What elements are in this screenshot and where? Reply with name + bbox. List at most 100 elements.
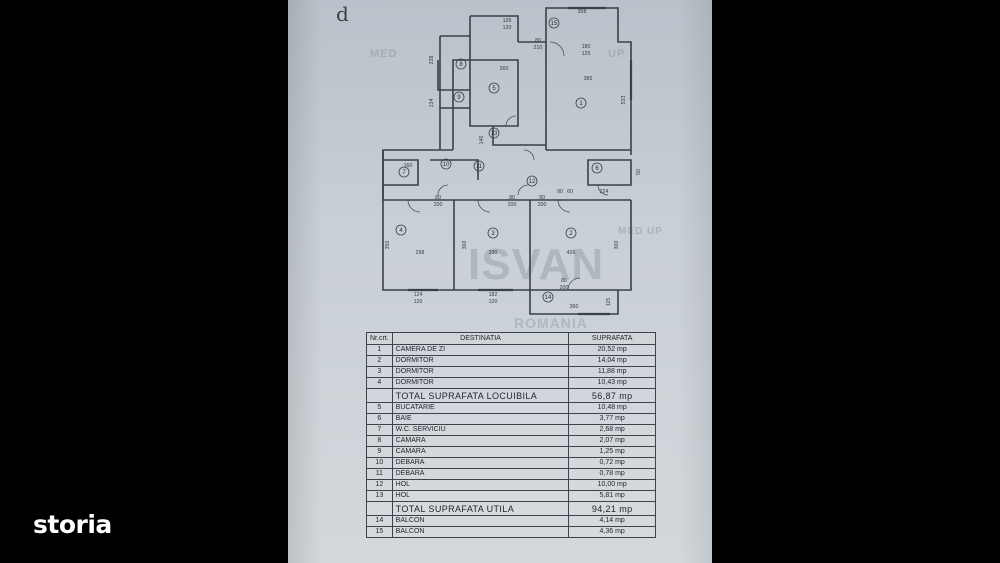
row-area: 1,25 mp <box>568 446 656 458</box>
row-destination: W.C. SERVICIU <box>391 424 570 436</box>
dim-label: 120 <box>503 25 512 31</box>
dim-label: 80 <box>535 38 541 44</box>
row-nr: 14 <box>366 515 393 527</box>
header-nr: Nr.crt. <box>366 332 393 345</box>
dim-label: 298 <box>416 250 425 256</box>
dim-label: 260 <box>500 66 509 72</box>
room-label-13: 13 <box>491 131 498 137</box>
dim-label: 533 <box>621 96 627 105</box>
row-destination: HOL <box>391 479 570 491</box>
dim-label: 385 <box>584 76 593 82</box>
row-nr: 1 <box>366 344 393 356</box>
floor-plan-drawing: 1 2 3 4 5 6 7 8 9 10 11 12 13 14 15 358 … <box>382 6 642 316</box>
corner-handwritten-mark: d <box>336 2 349 26</box>
dim-label: 80 <box>509 195 515 201</box>
row-nr: 8 <box>366 435 393 447</box>
room-label-4: 4 <box>399 228 403 234</box>
row-destination: TOTAL SUPRAFATA LOCUIBILA <box>391 388 570 403</box>
dim-label: 200 <box>538 202 547 208</box>
row-destination: DEBARA <box>391 457 570 469</box>
row-area: 2,07 mp <box>568 435 656 447</box>
dim-label: 426 <box>567 250 576 256</box>
dim-label: 200 <box>434 202 443 208</box>
row-area: 3,77 mp <box>568 413 656 425</box>
dim-label: 300 <box>614 241 620 250</box>
room-label-7: 7 <box>402 170 406 176</box>
row-destination: CAMERA DE ZI <box>391 344 570 356</box>
dim-label: 182 <box>489 292 498 298</box>
dim-label: 200 <box>508 202 517 208</box>
row-area: 10,00 mp <box>568 479 656 491</box>
room-label-6: 6 <box>595 166 599 172</box>
row-nr: 6 <box>366 413 393 425</box>
dim-label: 360 <box>570 304 579 310</box>
row-destination: BALCON <box>391 526 570 538</box>
row-destination: BUCATARIE <box>391 402 570 414</box>
dim-label: 60 <box>567 189 573 195</box>
row-destination: CAMARA <box>391 435 570 447</box>
row-nr <box>366 388 393 403</box>
row-nr: 3 <box>366 366 393 378</box>
room-label-14: 14 <box>545 295 552 301</box>
dim-label: 120 <box>414 299 423 305</box>
dim-label: 358 <box>578 9 587 15</box>
watermark-up: UP <box>608 48 626 60</box>
dim-label: 360 <box>462 241 468 250</box>
row-area: 0,72 mp <box>568 457 656 469</box>
row-area: 10,48 mp <box>568 402 656 414</box>
dim-label: 228 <box>429 56 435 65</box>
row-area: 4,36 mp <box>568 526 656 538</box>
table-header-row: Nr.crt. DESTINATIA SUPRAFATA <box>366 332 656 345</box>
watermark-med-up: MED UP <box>618 226 663 237</box>
dim-label: 124 <box>414 292 423 298</box>
dim-label: 90 <box>557 189 563 195</box>
row-area: 20,52 mp <box>568 344 656 356</box>
dim-label: 160 <box>404 163 413 169</box>
room-label-12: 12 <box>529 179 536 185</box>
row-destination: HOL <box>391 490 570 502</box>
room-label-8: 8 <box>459 62 463 68</box>
row-destination: TOTAL SUPRAFATA UTILA <box>391 501 570 516</box>
dim-label: 134 <box>429 99 435 108</box>
row-destination: DORMITOR <box>391 366 570 378</box>
watermark-isvan: ISVAN <box>468 240 605 289</box>
dim-label: 330 <box>489 250 498 256</box>
watermark-romania: ROMANIA <box>514 315 588 331</box>
room-label-9: 9 <box>457 95 461 101</box>
dim-label: 210 <box>534 45 543 51</box>
dim-label: 90 <box>539 195 545 201</box>
dim-label: 50 <box>636 169 642 175</box>
dim-label: 180 <box>582 44 591 50</box>
room-label-5: 5 <box>492 86 496 92</box>
dim-label: 115 <box>606 298 612 306</box>
row-area: 10,43 mp <box>568 377 656 389</box>
room-label-2: 2 <box>569 231 573 237</box>
dim-label: 80 <box>435 195 441 201</box>
row-nr: 7 <box>366 424 393 436</box>
row-nr: 4 <box>366 377 393 389</box>
room-label-1: 1 <box>579 101 583 107</box>
header-destination: DESTINATIA <box>391 332 570 345</box>
room-label-15: 15 <box>551 21 558 27</box>
row-nr: 10 <box>366 457 393 469</box>
dim-label: 224 <box>600 189 609 195</box>
row-nr: 13 <box>366 490 393 502</box>
row-nr <box>366 501 393 516</box>
row-nr: 5 <box>366 402 393 414</box>
